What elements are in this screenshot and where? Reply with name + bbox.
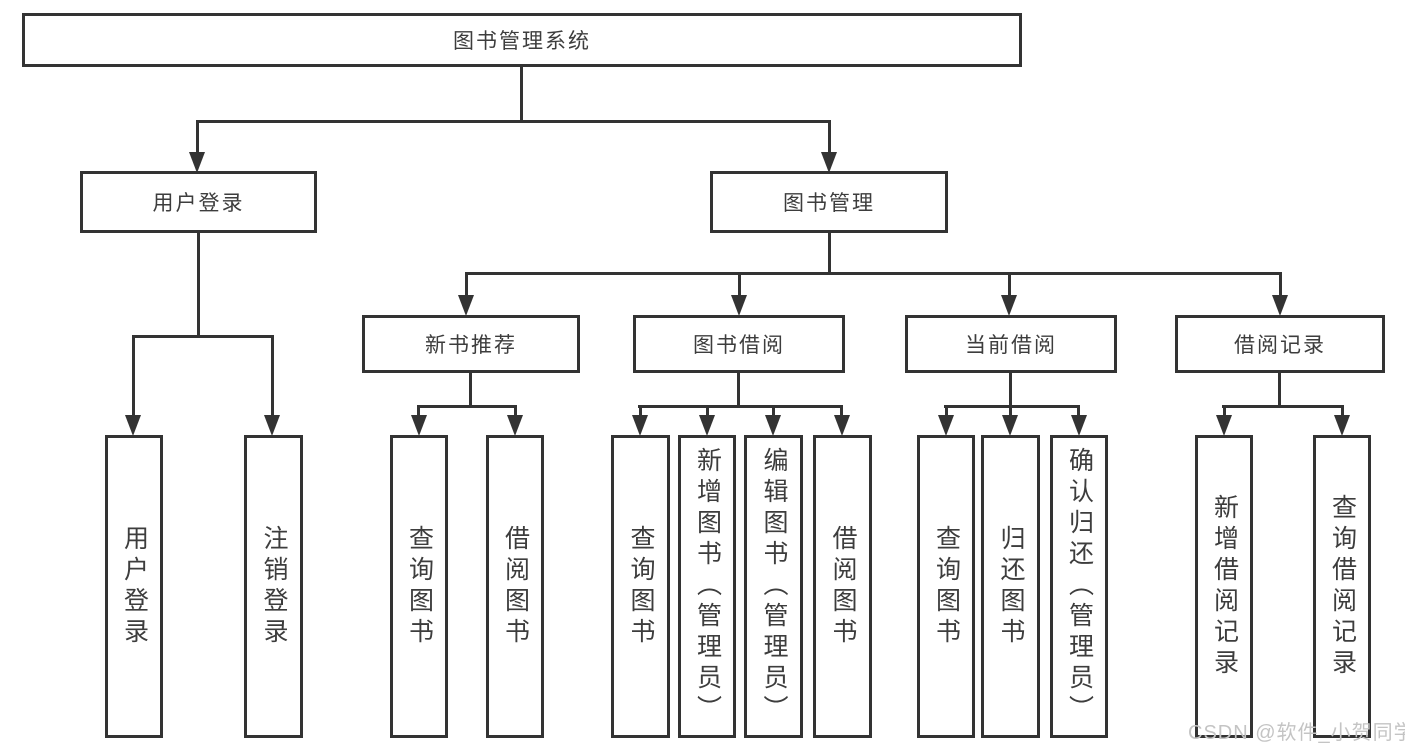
leaf-edit-book-admin: 编辑图书（管理员）: [744, 435, 803, 738]
leaf-logout-label: 注销登录: [260, 524, 288, 649]
leaf-confirm-return-admin: 确认归还（管理员）: [1050, 435, 1108, 738]
arrowhead-down-icon: [458, 295, 474, 316]
connector-line: [465, 272, 468, 298]
connector-line: [1341, 405, 1344, 418]
connector-line: [737, 373, 740, 405]
leaf-borrow-books-2-label: 借阅图书: [829, 524, 857, 649]
leaf-user-login-label: 用户登录: [120, 524, 149, 649]
watermark: CSDN @软件_小贺同学: [1188, 722, 1405, 744]
connector-line: [738, 272, 741, 298]
arrowhead-down-icon: [264, 415, 280, 436]
node-current-borrow-label: 当前借阅: [965, 334, 1057, 357]
node-book-management-label: 图书管理: [783, 192, 875, 215]
arrowhead-down-icon: [632, 415, 648, 436]
arrowhead-down-icon: [1272, 295, 1288, 316]
leaf-query-borrow-record: 查询借阅记录: [1313, 435, 1371, 738]
connector-line: [514, 405, 517, 418]
connector-line: [271, 335, 274, 417]
leaf-edit-book-admin-label: 编辑图书（管理员）: [760, 447, 788, 726]
connector-line: [520, 67, 523, 120]
connector-line: [1278, 373, 1281, 405]
leaf-borrow-books-1-label: 借阅图书: [501, 524, 530, 649]
connector-line: [469, 373, 472, 405]
connector-line: [840, 405, 843, 418]
arrowhead-down-icon: [125, 415, 141, 436]
node-current-borrow: 当前借阅: [905, 315, 1117, 373]
node-user-login-label: 用户登录: [152, 192, 245, 215]
leaf-query-borrow-record-label: 查询借阅记录: [1328, 493, 1357, 680]
leaf-query-books-2-label: 查询图书: [627, 524, 655, 649]
leaf-query-books-1: 查询图书: [390, 435, 448, 738]
connector-line: [417, 405, 420, 418]
arrowhead-down-icon: [731, 295, 747, 316]
arrowhead-down-icon: [1216, 415, 1232, 436]
connector-line: [132, 335, 135, 417]
arrowhead-down-icon: [834, 415, 850, 436]
node-borrow-records-label: 借阅记录: [1234, 334, 1326, 357]
node-borrow-records: 借阅记录: [1175, 315, 1385, 373]
connector-line: [945, 405, 948, 418]
leaf-return-book-label: 归还图书: [997, 524, 1025, 649]
connector-line: [706, 405, 709, 418]
leaf-confirm-return-admin-label: 确认归还（管理员）: [1065, 447, 1094, 726]
node-book-borrow-label: 图书借阅: [693, 334, 785, 357]
connector-line: [944, 405, 1080, 408]
leaf-add-borrow-record: 新增借阅记录: [1195, 435, 1253, 738]
leaf-user-login: 用户登录: [105, 435, 163, 738]
leaf-borrow-books-1: 借阅图书: [486, 435, 544, 738]
connector-line: [132, 335, 274, 338]
arrowhead-down-icon: [938, 415, 954, 436]
connector-line: [197, 233, 200, 335]
arrowhead-down-icon: [1071, 415, 1087, 436]
leaf-query-books-1-label: 查询图书: [405, 524, 434, 649]
node-book-borrow: 图书借阅: [633, 315, 845, 373]
connector-line: [1009, 373, 1012, 405]
connector-line: [1223, 405, 1226, 418]
leaf-add-book-admin: 新增图书（管理员）: [678, 435, 736, 738]
leaf-query-books-3: 查询图书: [917, 435, 975, 738]
connector-line: [1077, 405, 1080, 418]
connector-line: [1222, 405, 1344, 408]
connector-line: [828, 233, 831, 272]
connector-line: [196, 120, 199, 155]
leaf-return-book: 归还图书: [981, 435, 1040, 738]
node-new-book-recommend-label: 新书推荐: [425, 334, 517, 357]
arrowhead-down-icon: [699, 415, 715, 436]
connector-line: [1279, 272, 1282, 298]
arrowhead-down-icon: [411, 415, 427, 436]
arrowhead-down-icon: [1334, 415, 1350, 436]
arrowhead-down-icon: [1002, 415, 1018, 436]
node-new-book-recommend: 新书推荐: [362, 315, 580, 373]
arrowhead-down-icon: [765, 415, 781, 436]
arrowhead-down-icon: [189, 152, 205, 173]
node-root-label: 图书管理系统: [453, 30, 591, 53]
leaf-logout: 注销登录: [244, 435, 303, 738]
node-book-management: 图书管理: [710, 171, 948, 233]
connector-line: [465, 272, 1282, 275]
arrowhead-down-icon: [507, 415, 523, 436]
arrowhead-down-icon: [1001, 295, 1017, 316]
connector-line: [772, 405, 775, 418]
connector-line: [196, 120, 831, 123]
connector-line: [638, 405, 843, 408]
leaf-query-books-3-label: 查询图书: [932, 524, 961, 649]
leaf-borrow-books-2: 借阅图书: [813, 435, 872, 738]
connector-line: [1009, 405, 1012, 418]
connector-line: [639, 405, 642, 418]
leaf-query-books-2: 查询图书: [611, 435, 670, 738]
leaf-add-borrow-record-label: 新增借阅记录: [1210, 493, 1239, 680]
arrowhead-down-icon: [821, 152, 837, 173]
connector-line: [828, 120, 831, 155]
connector-line: [417, 405, 517, 408]
node-user-login: 用户登录: [80, 171, 317, 233]
connector-line: [1008, 272, 1011, 298]
leaf-add-book-admin-label: 新增图书（管理员）: [693, 447, 722, 726]
node-root: 图书管理系统: [22, 13, 1022, 67]
